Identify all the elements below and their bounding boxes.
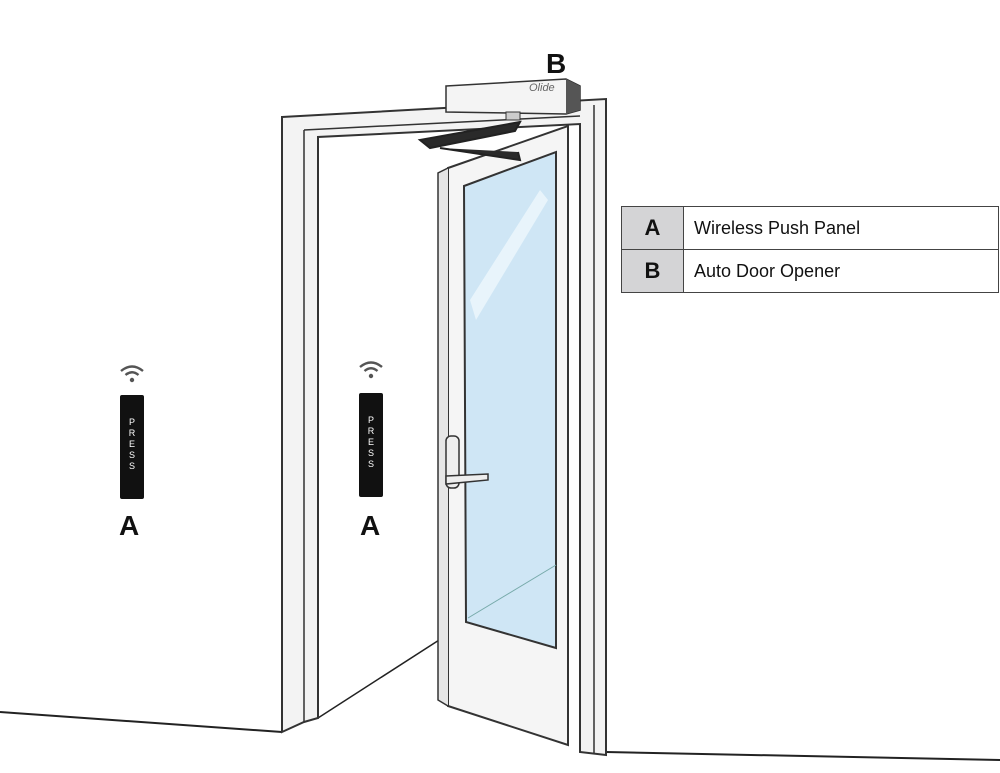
door-handle-lever	[445, 473, 489, 485]
push-panel-left[interactable]: P R E S S	[120, 395, 144, 499]
legend-row: A Wireless Push Panel	[622, 207, 998, 250]
opener-mount	[505, 111, 521, 121]
push-panel-center[interactable]: P R E S S	[359, 393, 383, 497]
wifi-icon	[120, 365, 144, 383]
opener-brand: Olide	[529, 82, 555, 94]
press-text-left: P R E S S	[128, 417, 136, 471]
frame-top-inner	[303, 115, 581, 131]
floor-inside	[317, 632, 451, 719]
legend-key: A	[622, 207, 684, 249]
press-text-center: P R E S S	[367, 415, 375, 469]
legend-label: Auto Door Opener	[684, 250, 998, 292]
legend-table: A Wireless Push Panel B Auto Door Opener	[621, 206, 999, 293]
opener-arm	[417, 120, 522, 162]
auto-door-opener	[445, 78, 581, 115]
legend-row: B Auto Door Opener	[622, 250, 998, 292]
panel-label-center: A	[360, 510, 381, 541]
glass-reflection	[470, 190, 548, 320]
opener-end-cap	[566, 79, 580, 114]
door-frame	[281, 97, 607, 757]
floor-line-right	[605, 751, 1000, 761]
opener-label: B	[546, 48, 567, 79]
door-edge	[437, 167, 449, 707]
legend-key: B	[622, 250, 684, 292]
wifi-icon	[359, 361, 383, 379]
floor-line-left	[0, 711, 283, 733]
panel-label-left: A	[119, 510, 140, 541]
glass-inner-line	[467, 564, 557, 619]
legend-label: Wireless Push Panel	[684, 207, 998, 249]
